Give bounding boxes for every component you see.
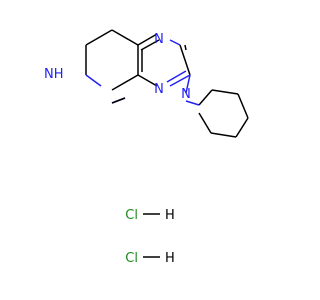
hcl-salt-2: Cl H xyxy=(125,251,174,266)
ring-nitrogen-label-1: N xyxy=(154,32,164,47)
hydrogen-label-1: H xyxy=(165,208,175,223)
piperidine-nitrogen-label: N xyxy=(181,87,191,102)
piperidine-ring xyxy=(185,74,249,138)
ring-nitrogen-label-2: N xyxy=(154,82,164,97)
chlorine-label-2: Cl xyxy=(125,251,138,266)
saturated-ring xyxy=(85,29,126,104)
amine-nh-label: NH xyxy=(44,67,64,82)
pyrimidine-ring xyxy=(111,29,191,91)
structure-diagram: N N N NH Cl H Cl H xyxy=(44,29,249,266)
hcl-salt-1: Cl H xyxy=(125,208,174,223)
hydrogen-label-2: H xyxy=(165,251,175,266)
chlorine-label-1: Cl xyxy=(125,208,138,223)
